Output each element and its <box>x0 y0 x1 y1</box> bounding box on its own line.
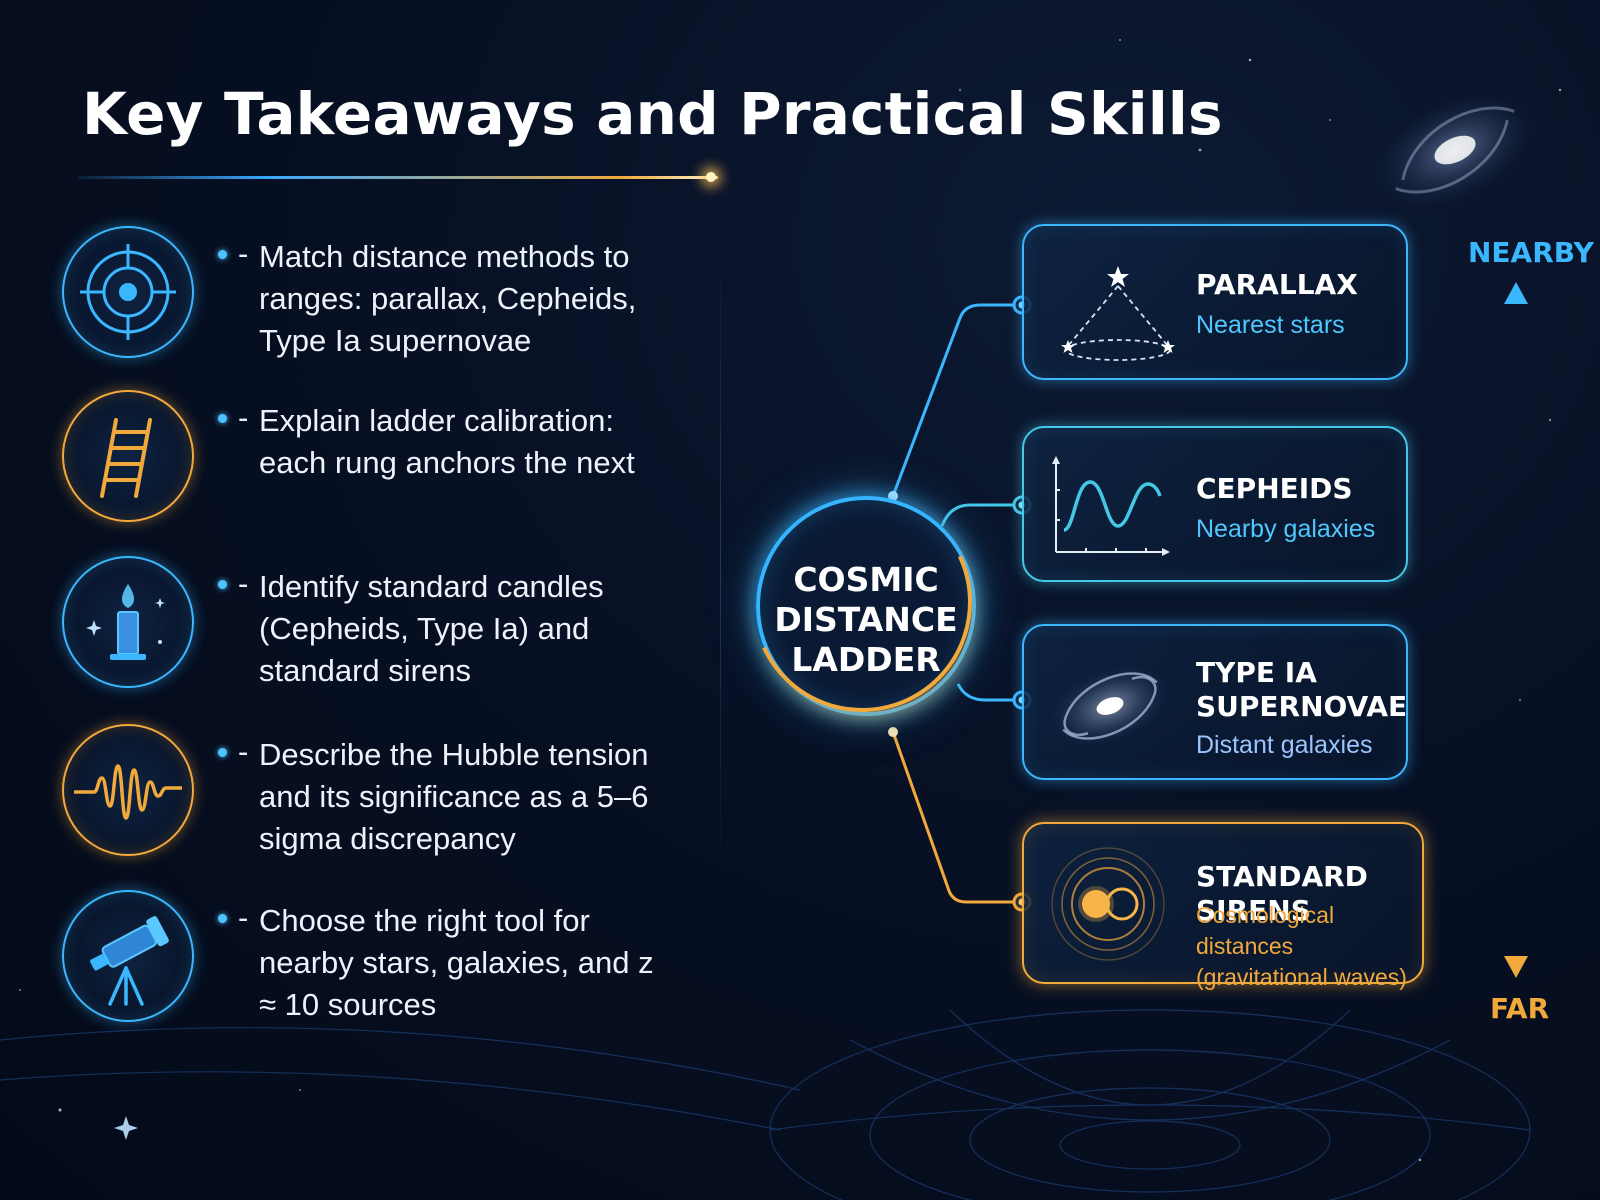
bullet-prefix: - <box>238 900 249 935</box>
bullet-dot <box>218 914 227 923</box>
takeaway-text: Explain ladder calibration: each rung an… <box>259 403 635 480</box>
column-divider <box>720 240 721 880</box>
method-range: Distant galaxies <box>1196 731 1373 759</box>
binary-merger-icon <box>1051 847 1165 961</box>
method-range: Nearest stars <box>1196 311 1345 339</box>
method-range: Cosmological distances (gravitational wa… <box>1196 902 1407 990</box>
method-name: TYPE IA SUPERNOVAE <box>1196 656 1408 723</box>
bullet-prefix: - <box>238 236 249 271</box>
ladder-hub <box>756 496 976 716</box>
takeaway-icon-badge <box>62 724 194 856</box>
distance-scale-arrow <box>1504 282 1528 978</box>
method-card-cepheids: CEPHEIDS Nearby galaxies <box>1022 426 1408 582</box>
takeaway-item: - Match distance methods to ranges: para… <box>62 226 702 366</box>
connector-parallax <box>891 303 1022 497</box>
scale-label-nearby: NEARBY <box>1468 236 1594 269</box>
takeaway-item: - Describe the Hubble tension and its si… <box>62 724 702 864</box>
ladder-icon <box>100 418 152 498</box>
hub-label: COSMIC DISTANCE LADDER <box>774 560 958 679</box>
takeaway-item: - Identify standard candles (Cepheids, T… <box>62 556 702 696</box>
takeaway-text: Choose the right tool for nearby stars, … <box>259 903 654 1022</box>
takeaway-text: Describe the Hubble tension and its sign… <box>259 737 649 856</box>
page-title: Key Takeaways and Practical Skills <box>82 80 1223 148</box>
telescope-icon <box>90 916 169 1006</box>
bullet-dot <box>218 414 227 423</box>
connector-sirens <box>891 731 1022 904</box>
connector-cepheids <box>940 503 1022 527</box>
takeaway-icon-badge <box>62 226 194 358</box>
takeaway-item: - Choose the right tool for nearby stars… <box>62 890 702 1030</box>
bullet-dot <box>218 580 227 589</box>
bullet-prefix: - <box>238 734 249 769</box>
candle-icon <box>86 584 165 660</box>
parallax-triangle-icon <box>1061 266 1175 361</box>
bullet-dot <box>218 250 227 259</box>
waveform-icon <box>74 764 182 820</box>
method-name: PARALLAX <box>1196 268 1358 301</box>
takeaway-text: Identify standard candles (Cepheids, Typ… <box>259 569 604 688</box>
decorative-galaxy-icon <box>1365 85 1545 215</box>
bullet-dot <box>218 748 227 757</box>
bullet-prefix: - <box>238 566 249 601</box>
spacetime-grid-icon <box>0 1009 1531 1200</box>
title-underline <box>78 176 718 179</box>
target-icon <box>80 244 176 340</box>
title-underline-glow <box>706 172 716 182</box>
connector-supernovae <box>956 683 1022 702</box>
spiral-galaxy-icon <box>1050 666 1170 746</box>
takeaway-icon-badge <box>62 890 194 1022</box>
method-name: CEPHEIDS <box>1196 472 1353 505</box>
method-range: Nearby galaxies <box>1196 515 1376 543</box>
bullet-prefix: - <box>238 400 249 435</box>
takeaway-icon-badge <box>62 556 194 688</box>
method-card-standard-sirens: STANDARD SIRENS Cosmological distances (… <box>1022 822 1424 990</box>
scale-label-far: FAR <box>1490 992 1550 1025</box>
method-card-parallax: PARALLAX Nearest stars <box>1022 224 1408 380</box>
takeaway-item: - Explain ladder calibration: each rung … <box>62 390 702 530</box>
method-card-type-ia-supernovae: TYPE IA SUPERNOVAE Distant galaxies <box>1022 624 1408 780</box>
method-name: STANDARD SIRENS <box>1196 860 1368 927</box>
sparkle-star-icon <box>114 1116 138 1140</box>
light-curve-icon <box>1052 456 1170 556</box>
takeaway-text: Match distance methods to ranges: parall… <box>259 239 637 358</box>
takeaway-icon-badge <box>62 390 194 522</box>
